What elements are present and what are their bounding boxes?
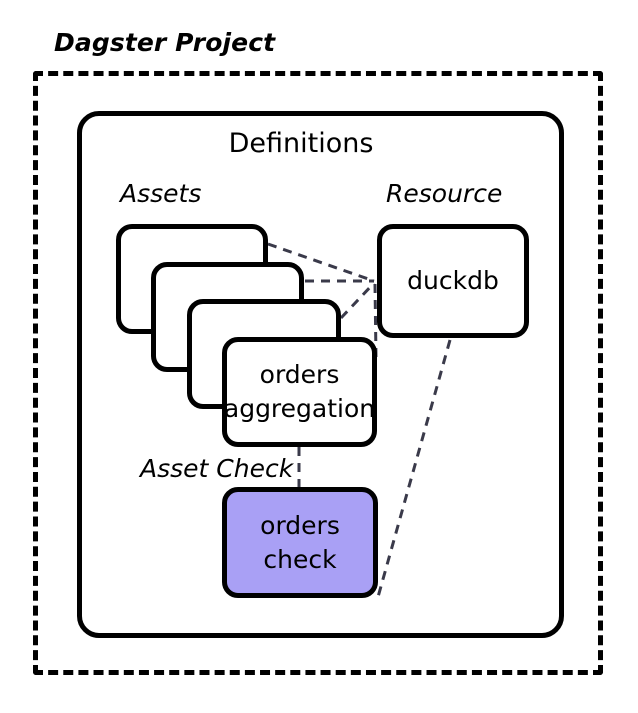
asset-check-node-orders-check[interactable]: orders check: [222, 487, 378, 598]
orders-check-line1: orders: [260, 510, 340, 540]
asset-check-label-line1: Asset: [140, 454, 209, 483]
project-frame: [33, 71, 603, 675]
duckdb-label: duckdb: [407, 266, 499, 296]
resource-node-duckdb[interactable]: duckdb: [377, 224, 529, 338]
asset-node-orders-aggregation[interactable]: orders aggregation: [222, 337, 377, 447]
definitions-title-text: Definitions: [228, 128, 374, 159]
project-label: Dagster Project: [54, 28, 276, 57]
asset-check-label-line2: Check: [216, 454, 294, 483]
assets-section-label: Assets: [120, 179, 202, 208]
orders-aggregation-line1: orders: [259, 360, 340, 390]
asset-check-section-label: Asset Check: [140, 454, 293, 483]
orders-aggregation-line2: aggregation: [223, 394, 376, 423]
orders-check-line2: check: [263, 544, 337, 574]
resource-section-label: Resource: [386, 179, 503, 208]
definitions-title: Definitions: [0, 128, 638, 159]
